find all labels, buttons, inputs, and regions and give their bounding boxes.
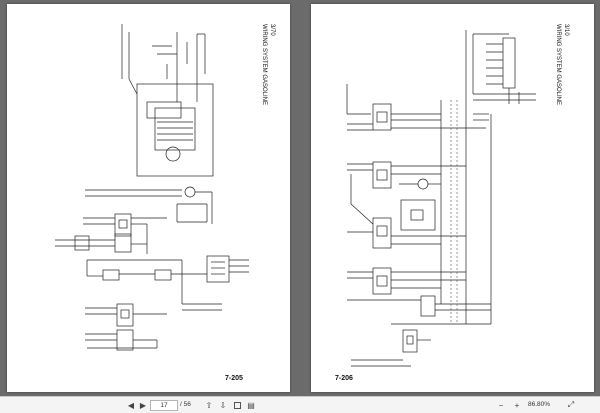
- page-title-left: WIRING SYSTEM GASOLINE: [261, 24, 267, 106]
- page-number-input[interactable]: 17: [150, 400, 178, 411]
- page-left: 3/70 WIRING SYSTEM GASOLINE 7-205: [7, 4, 290, 392]
- page-title-right: WIRING SYSTEM GASOLINE: [555, 24, 561, 106]
- page-number-left: 7-205: [225, 375, 243, 382]
- two-page-icon[interactable]: ▤: [247, 400, 255, 410]
- viewer-toolbar: ◀ ▶ 17 / 56 ⇧ ⇩ ▤ − + 86.80% ⤢: [0, 396, 600, 413]
- document-viewer[interactable]: 3/70 WIRING SYSTEM GASOLINE 7-205: [0, 0, 600, 396]
- sheet-number-left: 3/70: [269, 24, 275, 36]
- sheet-number-right: 3/10: [563, 24, 569, 36]
- arrow-up-icon[interactable]: ⇧: [205, 400, 213, 410]
- fit-page-icon[interactable]: [232, 400, 242, 410]
- page-number-right: 7-206: [335, 375, 353, 382]
- page-right: 3/10 WIRING SYSTEM GASOLINE 7-206: [311, 4, 594, 392]
- page-total: / 56: [180, 401, 191, 408]
- zoom-in-icon[interactable]: +: [514, 400, 520, 410]
- zoom-level[interactable]: 86.80%: [528, 401, 551, 408]
- fullscreen-icon[interactable]: ⤢: [567, 400, 575, 409]
- arrow-down-icon[interactable]: ⇩: [219, 400, 227, 410]
- triangle-left-icon[interactable]: ◀: [127, 400, 135, 410]
- zoom-out-icon[interactable]: −: [498, 400, 504, 410]
- triangle-right-icon[interactable]: ▶: [139, 400, 147, 410]
- wiring-diagram-left: [55, 24, 249, 351]
- wiring-diagram-right: [346, 30, 536, 367]
